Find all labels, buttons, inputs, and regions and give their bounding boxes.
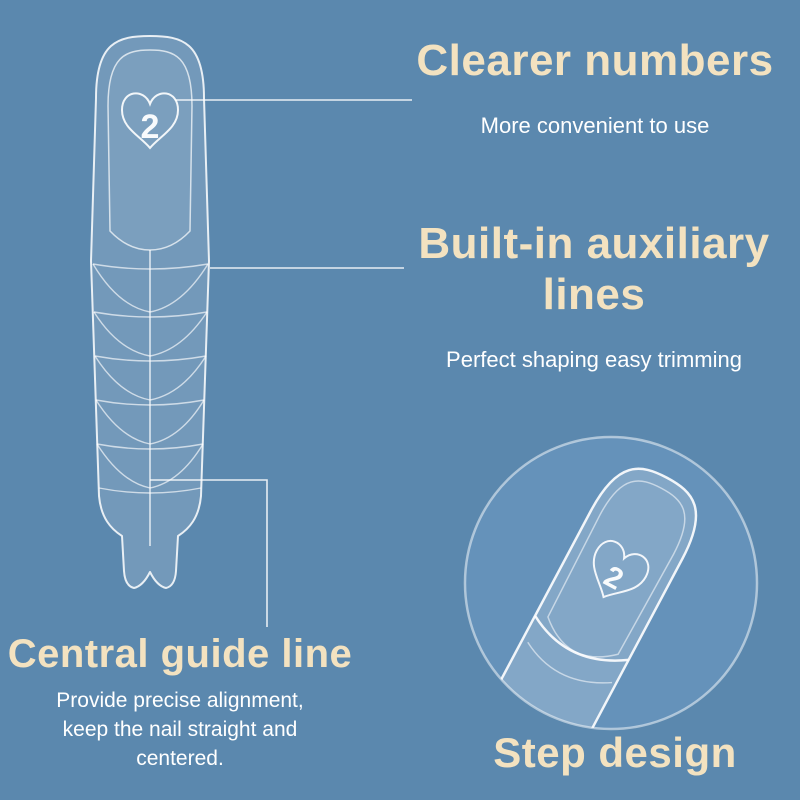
heart-icon <box>120 92 180 150</box>
inset-inner-outline <box>547 480 686 658</box>
auxiliary-lines-subtitle: Perfect shaping easy trimming <box>446 346 742 372</box>
clearer-numbers-title: Clearer numbers <box>416 36 774 85</box>
step-design-title: Step design <box>493 729 737 776</box>
step-lower-line <box>527 641 613 684</box>
annotation-clearer-numbers: Clearer numbers More convenient to use <box>415 36 775 139</box>
inset-nail-tip: 2 <box>479 467 698 730</box>
auxiliary-lines-title-line2: lines <box>542 270 646 320</box>
annotation-central-guide-line: Central guide line Provide precise align… <box>0 632 360 774</box>
auxiliary-lines-title-line1: Built-in auxiliary <box>418 219 770 268</box>
step-edge-line <box>534 615 629 662</box>
auxiliary-lines-title: Built-in auxiliary lines <box>404 218 784 321</box>
annotation-auxiliary-lines: Built-in auxiliary lines Perfect shaping… <box>404 218 784 373</box>
step-design-inset: 2 <box>463 435 759 731</box>
central-guide-line-title: Central guide line <box>7 632 353 676</box>
form-number-label: 2 <box>141 108 160 146</box>
inset-nail-outline <box>479 467 698 730</box>
central-guide-line-description: Provide precise alignment, keep the nail… <box>56 689 304 770</box>
nail-form-illustration: 2 <box>90 35 210 589</box>
clearer-numbers-subtitle: More convenient to use <box>480 113 710 138</box>
inset-heart-icon <box>592 539 650 599</box>
annotation-step-design: Step design <box>455 729 775 777</box>
nail-tip-inner-outline <box>107 49 193 251</box>
